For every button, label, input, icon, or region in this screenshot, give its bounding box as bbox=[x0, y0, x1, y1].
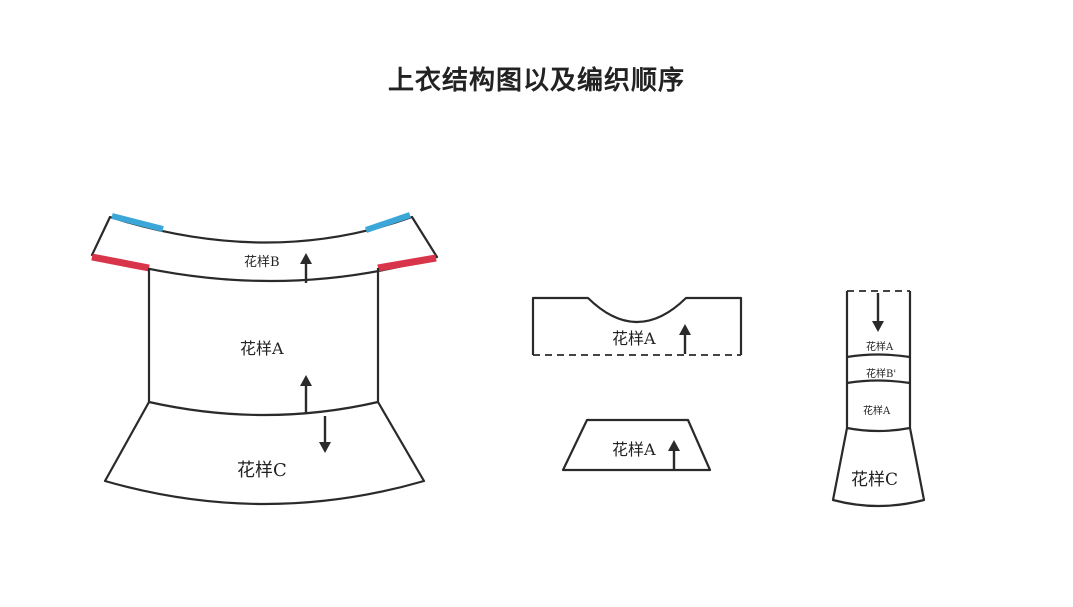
sleeve-band1-label: 花样A bbox=[866, 340, 894, 353]
arrow-down-hem bbox=[319, 416, 331, 453]
sleeve-band-line-2 bbox=[846, 379, 911, 385]
sleeve-band-line-3 bbox=[846, 426, 911, 433]
hem-label: 花样C bbox=[237, 460, 287, 481]
arrow-down-sleeve bbox=[872, 293, 884, 332]
sleeve-cuff-label: 花样C bbox=[851, 470, 898, 490]
arrow-up-small bbox=[668, 440, 680, 470]
shoulder-red-left bbox=[91, 253, 150, 272]
sleeve-band2-label: 花样B' bbox=[866, 367, 896, 380]
sleeve-piece: 花样A 花样B' 花样A 花样C bbox=[831, 290, 926, 508]
main-body-outline bbox=[147, 268, 380, 417]
hem-outline bbox=[103, 401, 426, 506]
arrow-up-neck bbox=[679, 324, 691, 354]
main-label: 花样A bbox=[240, 339, 284, 358]
yoke-band-outline bbox=[90, 215, 439, 283]
small-piece: 花样A bbox=[561, 418, 712, 472]
body-piece: 花样B 花样A 花样C bbox=[90, 212, 439, 506]
sleeve-outline bbox=[831, 291, 926, 508]
sleeve-band3-label: 花样A bbox=[863, 404, 891, 417]
small-piece-label: 花样A bbox=[612, 440, 656, 459]
yoke-label: 花样B bbox=[244, 254, 280, 270]
shoulder-blue-left bbox=[111, 213, 164, 232]
shoulder-red-right bbox=[377, 254, 437, 272]
arrow-up-main bbox=[300, 375, 312, 414]
arrow-up-yoke bbox=[300, 253, 312, 283]
sleeve-band-line-1 bbox=[846, 353, 911, 359]
diagram-title: 上衣结构图以及编织顺序 bbox=[387, 66, 685, 96]
neck-piece-label: 花样A bbox=[612, 329, 656, 348]
neck-piece: 花样A bbox=[531, 296, 743, 356]
small-piece-outline bbox=[561, 418, 712, 472]
shoulder-blue-right bbox=[365, 212, 411, 233]
neck-piece-outline bbox=[531, 296, 743, 355]
